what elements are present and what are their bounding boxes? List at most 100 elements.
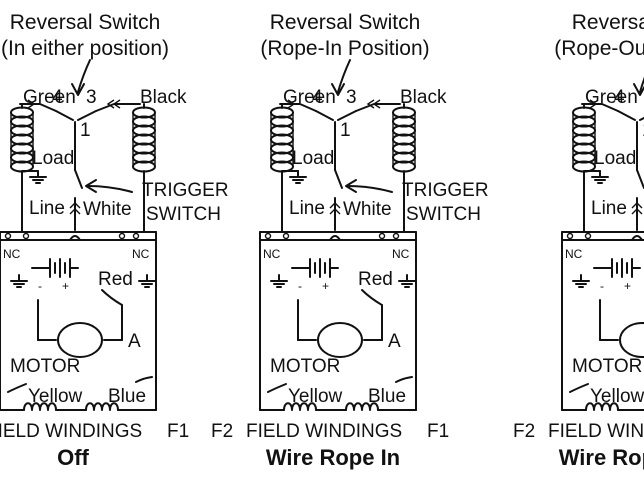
left-coil	[10, 106, 34, 173]
left-coil	[270, 106, 294, 173]
terminal-3: 3	[346, 87, 357, 108]
field-coil-left-turns	[283, 402, 317, 411]
trigger-arrowhead	[345, 179, 357, 193]
terminal-1: 1	[340, 120, 351, 141]
right-coil	[132, 106, 156, 173]
panel-caption: Wire Rope In	[266, 445, 400, 470]
label-f2: F2	[211, 421, 233, 442]
panel-rope-out: Reversal Switch (Rope-Out Position) Green4…	[513, 11, 644, 470]
header-line2: (Rope-In Position)	[260, 37, 429, 60]
switch-blade-3	[337, 110, 357, 121]
ground-right	[138, 274, 156, 288]
bus-terminal-1	[282, 232, 290, 240]
field-coil-left	[283, 402, 317, 411]
label-nc-left: NC	[263, 247, 281, 261]
motor-armature	[317, 322, 363, 358]
label-green: Green	[23, 87, 76, 108]
yellow-arrow	[569, 383, 589, 393]
label-nc-left: NC	[3, 247, 21, 261]
wire-green	[19, 103, 57, 112]
ground-battery	[10, 274, 28, 288]
header-arrow	[337, 59, 351, 93]
label-load: Load	[292, 148, 334, 169]
red-arrow	[361, 289, 383, 306]
terminal-4: 4	[614, 87, 625, 108]
label-load: Load	[32, 148, 74, 169]
label-trigger: TRIGGER	[402, 180, 489, 201]
ground-left-coil	[289, 170, 307, 184]
label-minus: -	[600, 279, 604, 293]
bus-terminal-3	[132, 232, 140, 240]
trigger-contact	[334, 169, 343, 189]
motor-armature	[619, 322, 644, 358]
terminal-4: 4	[312, 87, 323, 108]
field-coil-right	[85, 402, 119, 411]
terminal-3: 3	[86, 87, 97, 108]
field-coil-left	[585, 402, 619, 411]
switch-blade-4	[55, 110, 74, 121]
label-red: Red	[98, 269, 133, 290]
label-nc-right: NC	[132, 247, 150, 261]
label-yellow: Yellow	[288, 386, 343, 407]
label-line: Line	[289, 198, 325, 219]
label-switch: SWITCH	[406, 204, 481, 225]
switch-blade-4	[315, 110, 334, 121]
white-wire-marker	[69, 202, 81, 215]
green-wire-marker	[589, 99, 598, 109]
panel-caption: Off	[57, 445, 89, 470]
field-coil-right	[345, 402, 379, 411]
white-wire-marker	[631, 202, 643, 215]
wire-green	[279, 103, 317, 112]
switch-blade-4	[617, 110, 636, 121]
header-line2: (In either position)	[1, 37, 169, 60]
bus-terminal-1	[22, 232, 30, 240]
header-line1: Reversal Switch	[10, 11, 161, 34]
label-yellow: Yellow	[590, 386, 644, 407]
label-field-windings: FIELD WINDINGS	[0, 421, 142, 442]
field-coil-left-turns	[23, 402, 57, 411]
label-motor: MOTOR	[572, 356, 642, 377]
red-arrow	[101, 289, 123, 306]
wire-green	[581, 103, 619, 112]
panel-off: Reversal Switch (In either position) Green…	[0, 11, 229, 470]
header-line2: (Rope-Out Position)	[554, 37, 644, 60]
label-black: Black	[140, 87, 187, 108]
label-yellow: Yellow	[28, 386, 83, 407]
trigger-arrowhead	[85, 179, 97, 193]
terminal-4: 4	[52, 87, 63, 108]
label-trigger: TRIGGER	[142, 180, 229, 201]
switch-blade-3	[639, 116, 644, 121]
bus-crossover	[631, 235, 643, 241]
label-white: White	[83, 199, 132, 220]
motor-armature	[57, 322, 103, 358]
trigger-contact	[636, 169, 644, 189]
right-coil	[392, 106, 416, 173]
ground-left-coil	[591, 170, 609, 184]
battery	[309, 258, 331, 278]
label-nc-left: NC	[565, 247, 583, 261]
label-white: White	[343, 199, 392, 220]
label-green: Green	[585, 87, 638, 108]
white-wire-marker	[329, 202, 341, 215]
label-f2: F2	[513, 421, 535, 442]
label-field-windings: FIELD WINDINGS	[246, 421, 402, 442]
terminal-1: 1	[642, 120, 644, 141]
trigger-arrow	[87, 185, 133, 193]
field-coil-left-turns	[585, 402, 619, 411]
label-motor: MOTOR	[270, 356, 340, 377]
label-plus: +	[624, 279, 631, 293]
field-coil-left	[23, 402, 57, 411]
blue-arrow	[135, 376, 153, 383]
header-line1: Reversal Switch	[572, 11, 644, 34]
bus-crossover	[69, 235, 81, 241]
label-line: Line	[29, 198, 65, 219]
bus-terminal-2	[118, 232, 126, 240]
blue-arrow	[395, 376, 413, 383]
header-arrowhead	[331, 83, 345, 96]
label-minus: -	[298, 279, 302, 293]
yellow-arrow	[7, 383, 27, 393]
ground-left-coil	[29, 170, 47, 184]
bus-terminal-0	[264, 232, 272, 240]
